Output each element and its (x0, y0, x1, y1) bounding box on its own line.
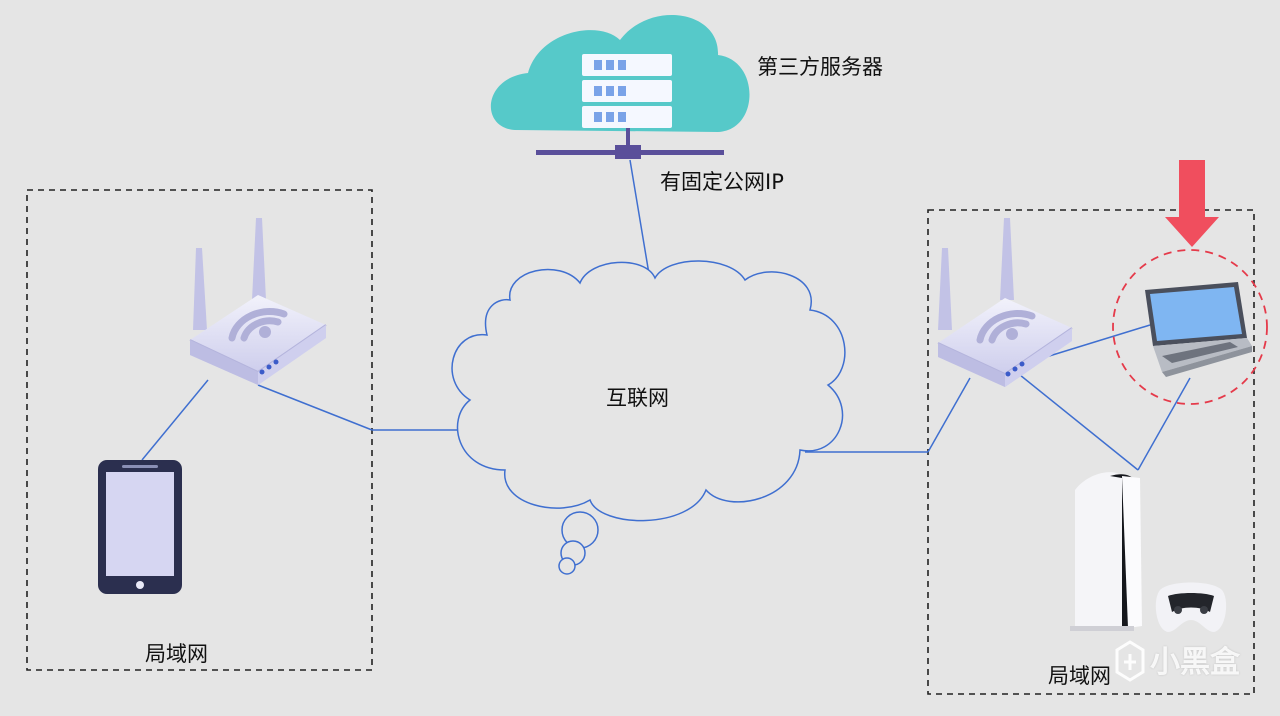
link-left-router-internet (257, 384, 373, 431)
link-right-lan-router (927, 377, 971, 453)
down-arrow-icon (1165, 160, 1219, 247)
router-left-icon (189, 218, 327, 385)
smartphone-icon (98, 460, 182, 594)
link-right-router-console (1019, 374, 1139, 471)
link-left-router-phone (141, 379, 209, 461)
server-cloud-icon (490, 14, 750, 159)
public-ip-label: 有固定公网IP (660, 170, 784, 194)
internet-cloud-icon (451, 260, 846, 575)
laptop-icon (1145, 282, 1252, 377)
link-server-internet (629, 159, 651, 281)
connection-lines (141, 159, 1191, 471)
internet-label: 互联网 (606, 386, 669, 410)
server-label: 第三方服务器 (757, 55, 883, 79)
highlight-circle (1112, 249, 1268, 405)
watermark-text: 小黑盒 (1150, 645, 1240, 680)
lan-right-label: 局域网 (1048, 664, 1111, 688)
game-controller-icon (1155, 582, 1227, 632)
game-console-icon (1070, 472, 1142, 631)
link-laptop-console (1137, 377, 1191, 471)
heybox-logo-icon (1115, 640, 1145, 682)
lan-left-label: 局域网 (145, 642, 208, 666)
router-right-icon (937, 218, 1073, 387)
